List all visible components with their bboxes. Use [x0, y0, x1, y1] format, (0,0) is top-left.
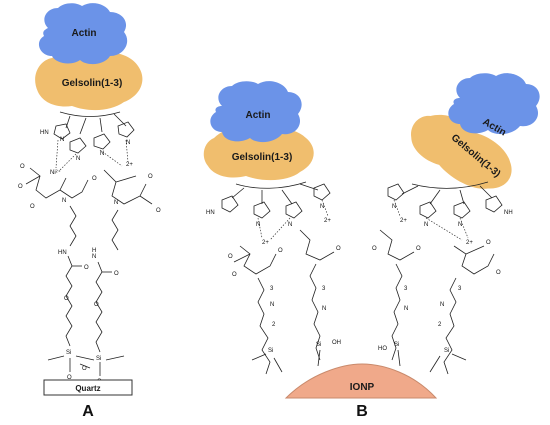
panel-b: Actin Gelsolin(1-3) Actin Gelsolin(1-3) … [203, 73, 540, 420]
atom-o-a13: O [82, 366, 87, 372]
quartz-substrate [43, 379, 133, 396]
atom-h-a: H [92, 248, 96, 254]
atom-si-b1: Si [268, 348, 273, 354]
coordination-bonds-b-right [393, 199, 469, 241]
atom-n-b6: N [392, 204, 396, 210]
chain-repeat-b-right-1: 3 [404, 286, 408, 292]
atom-o-b2: O [232, 272, 237, 278]
atom-n-a4: N [126, 140, 130, 146]
attachment-bonds-b-right [401, 181, 493, 205]
chain-repeat-b-left-2: 3 [322, 286, 326, 292]
silane-bonds-b-left [251, 349, 321, 373]
ionp-nanoparticle [284, 363, 438, 399]
panel-a: Actin Gelsolin(1-3) N HN N N N Ni²⁺ 2+ [18, 3, 161, 420]
alkyl-chains-a [69, 205, 119, 251]
atom-o-b4: O [336, 246, 341, 252]
atom-n-a5: N [62, 198, 66, 204]
atom-o-a7: O [84, 265, 89, 271]
linker-chains-b-left [257, 263, 321, 375]
atom-si-b3: Si [394, 342, 399, 348]
linker-chains-a [65, 255, 112, 353]
gelsolin-blob-a [35, 50, 143, 111]
atom-si-a2: Si [96, 356, 101, 362]
atom-o-b3: O [278, 248, 283, 254]
attachment-bonds-a [59, 111, 127, 135]
ni-ion-a2: 2+ [126, 162, 133, 168]
panel-a-label: A [82, 403, 94, 420]
nta-groups-a [25, 167, 153, 205]
atom-n-a3: N [100, 151, 104, 157]
gelsolin-label-b-left: Gelsolin(1-3) [232, 152, 293, 163]
atom-o-a1: O [20, 164, 25, 170]
actin-label-b-left: Actin [246, 110, 271, 121]
atom-o-a8: O [114, 271, 119, 277]
silane-bonds-a [47, 355, 125, 376]
atom-nh-b: NH [504, 210, 513, 216]
atom-si-b2: Si [316, 342, 321, 348]
atom-o-b7: O [486, 240, 491, 246]
silane-bonds-b-right [397, 349, 467, 373]
chain-repeat-b-right-2: 3 [458, 286, 462, 292]
gelsolin-blob-b-right [411, 114, 512, 189]
atom-o-a5: O [148, 174, 153, 180]
atom-n-b7: N [424, 222, 428, 228]
actin-blob-b-right [448, 73, 540, 135]
atom-n-a1: N [60, 137, 64, 143]
nta-groups-b-left [233, 229, 335, 275]
actin-label-a: Actin [72, 28, 97, 39]
metal-ion-b-right-2: 2+ [466, 240, 473, 246]
coordination-bonds-b-left [257, 199, 329, 241]
atom-n-a2: N [76, 156, 80, 162]
atom-si-b4: Si [444, 348, 449, 354]
atom-ho-b: HO [378, 346, 387, 352]
nta-groups-b-right [379, 229, 495, 275]
atom-hn-a: HN [40, 130, 49, 136]
atom-si-a1: Si [66, 350, 71, 356]
ionp-label: IONP [350, 382, 375, 393]
atom-n-b8: N [458, 222, 462, 228]
atom-o-a2: O [18, 184, 23, 190]
atom-hn-b: HN [206, 210, 215, 216]
atom-n-b9: N [404, 306, 408, 312]
atom-o-a3: O [30, 204, 35, 210]
atom-o-a6: O [156, 208, 161, 214]
actin-blob-a [38, 3, 128, 65]
atom-o-b6: O [416, 246, 421, 252]
atom-hn-a2: HN [58, 250, 67, 256]
imidazole-rings-a [53, 121, 135, 154]
ni-ion-a: Ni²⁺ [50, 169, 61, 176]
chain-repeat-b-right-3: 2 [438, 322, 442, 328]
atom-n-b1: N [256, 222, 260, 228]
atom-o-b8: O [496, 270, 501, 276]
attachment-bonds-b-left [231, 181, 319, 205]
chain-repeat-b-left-3: 2 [272, 322, 276, 328]
panel-b-label: B [356, 403, 368, 420]
atom-o-a4: O [92, 176, 97, 182]
atom-oh-b: OH [332, 340, 341, 346]
linker-chains-b-right [391, 263, 457, 375]
metal-ion-b-left: 2+ [262, 240, 269, 246]
atom-n-b2: N [288, 222, 292, 228]
chain-repeat-b-left-1: 3 [270, 286, 274, 292]
quartz-label: Quartz [75, 384, 100, 393]
atom-o-a9: O [64, 296, 69, 302]
imidazole-rings-b-right [387, 183, 503, 219]
atom-n-b10: N [440, 302, 444, 308]
atom-o-b1: O [228, 254, 233, 260]
atom-o-a10: O [94, 302, 99, 308]
atom-n-a7: N [92, 254, 96, 260]
atom-n-a6: N [114, 200, 118, 206]
atom-o-b5: O [372, 246, 377, 252]
actin-blob-b-left [210, 81, 302, 143]
atom-n-b5: N [322, 306, 326, 312]
atom-o-a11: O [67, 375, 72, 381]
imidazole-rings-b-left [221, 183, 331, 219]
coordination-bonds-a [55, 139, 129, 171]
atom-n-b3: N [320, 204, 324, 210]
gelsolin-label-a: Gelsolin(1-3) [62, 78, 123, 89]
metal-ion-b-right: 2+ [400, 218, 407, 224]
metal-ion-b-left-2: 2+ [324, 218, 331, 224]
atom-n-b4: N [270, 302, 274, 308]
